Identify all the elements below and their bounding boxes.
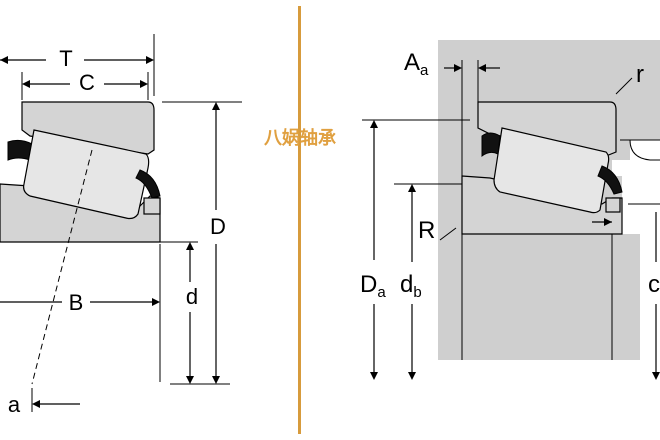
right-tapered-roller xyxy=(493,127,610,214)
label-Aa-sub: a xyxy=(420,62,429,79)
D-arrow-top xyxy=(212,102,220,110)
right-bearing-drawing: Aa r Da db R c xyxy=(360,40,660,380)
C-arrow-right xyxy=(140,80,148,88)
label-Aa: Aa xyxy=(404,49,429,79)
Da-arrow-top xyxy=(370,120,378,128)
T-arrow-left xyxy=(0,56,8,64)
center-separator xyxy=(298,6,301,434)
d-arrow-top xyxy=(186,242,194,250)
label-db-sub: b xyxy=(413,284,421,301)
Da-arrow-bottom xyxy=(370,372,378,380)
db-arrow-top xyxy=(408,184,416,192)
r-leader xyxy=(615,77,633,95)
d-arrow-bottom xyxy=(186,376,194,384)
B-arrow-right xyxy=(152,298,160,306)
label-Da: Da xyxy=(360,271,386,301)
housing-fillet xyxy=(629,139,660,161)
db-arrow-bottom xyxy=(408,372,416,380)
Aa-arrow-left xyxy=(454,64,462,72)
rib xyxy=(143,197,161,215)
a-arrow xyxy=(32,400,40,408)
R-leader xyxy=(439,227,457,241)
label-Aa-main: A xyxy=(404,49,420,76)
label-a: a xyxy=(8,392,21,417)
right-cage-right xyxy=(597,165,623,195)
left-bearing-drawing: T C D d B a xyxy=(0,34,242,417)
label-db: db xyxy=(400,271,422,301)
label-T: T xyxy=(59,46,72,71)
label-d: d xyxy=(186,284,198,309)
label-D: D xyxy=(210,214,226,239)
pressure-center-line xyxy=(31,149,93,385)
right-rib xyxy=(605,197,621,213)
label-B: B xyxy=(69,290,84,315)
label-C: C xyxy=(79,70,95,95)
Aa-arrow-right xyxy=(478,64,486,72)
label-R: R xyxy=(418,217,435,244)
right-cage-left xyxy=(481,132,501,157)
dc-arrow-bottom xyxy=(652,372,660,380)
label-Da-main: D xyxy=(360,271,377,298)
watermark: 八娲轴承 xyxy=(264,127,337,149)
label-db-main: d xyxy=(400,271,413,298)
inner-gap-arrow xyxy=(604,218,612,226)
T-arrow xyxy=(146,56,154,64)
label-c-partial: c xyxy=(648,271,660,298)
C-arrow-left xyxy=(22,80,30,88)
label-r: r xyxy=(636,61,644,88)
label-Da-sub: a xyxy=(377,284,386,301)
D-arrow-bottom xyxy=(212,376,220,384)
